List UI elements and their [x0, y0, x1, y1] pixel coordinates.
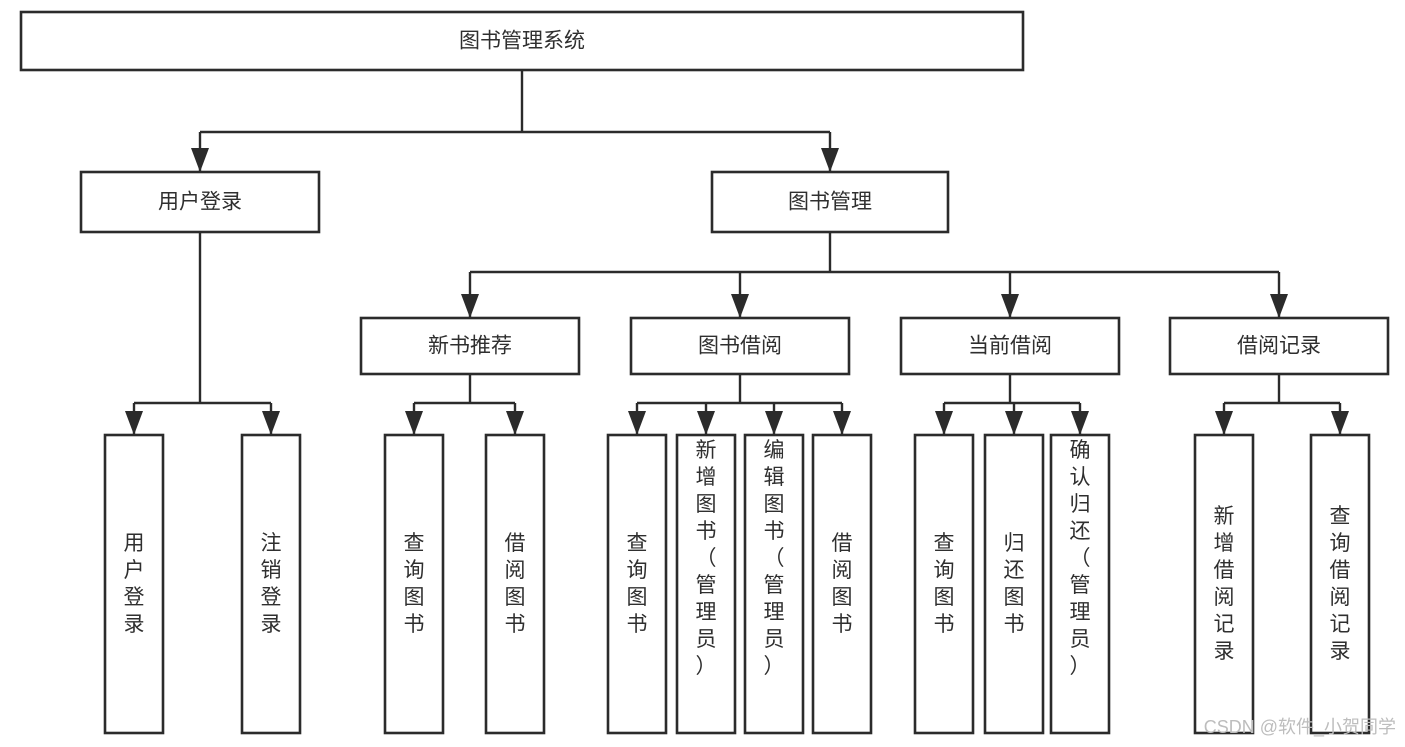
leaf-node-8[interactable]: 查询图书 [913, 433, 975, 735]
leaf-box-10[interactable] [1049, 433, 1111, 735]
leaf-label-11: 新增借阅记录 [1214, 505, 1235, 663]
arrow-icon-level1-1 [821, 148, 839, 172]
arrow-icon-leaf-3 [506, 411, 524, 435]
leaf-node-11[interactable]: 新增借阅记录 [1193, 433, 1255, 735]
level2-box-3[interactable] [1168, 316, 1390, 376]
leaf-box-2[interactable] [383, 433, 445, 735]
level1-box-0[interactable] [79, 170, 321, 234]
level2-node-2[interactable]: 当前借阅 [899, 316, 1121, 376]
leaf-label-6: 编辑图书（管理员） [764, 439, 785, 678]
arrow-icon-leaf-1 [262, 411, 280, 435]
level2-label-0: 新书推荐 [428, 335, 512, 358]
level1-label-0: 用户登录 [158, 191, 242, 214]
leaf-label-2: 查询图书 [404, 532, 425, 636]
level2-node-0[interactable]: 新书推荐 [359, 316, 581, 376]
leaf-node-12[interactable]: 查询借阅记录 [1309, 433, 1371, 735]
arrow-icon-leaf-12 [1331, 411, 1349, 435]
leaf-box-7[interactable] [811, 433, 873, 735]
level2-label-2: 当前借阅 [968, 335, 1052, 358]
leaf-box-8[interactable] [913, 433, 975, 735]
arrow-icon-leaf-7 [833, 411, 851, 435]
nodes-layer: 图书管理系统用户登录图书管理新书推荐图书借阅当前借阅借阅记录用户登录注销登录查询… [19, 10, 1390, 735]
arrow-icon-leaf-4 [628, 411, 646, 435]
leaf-box-0[interactable] [103, 433, 165, 735]
arrow-icon-leaf-0 [125, 411, 143, 435]
arrow-icon-leaf-8 [935, 411, 953, 435]
connectors-layer [125, 70, 1349, 435]
leaf-node-4[interactable]: 查询图书 [606, 433, 668, 735]
leaf-node-10[interactable]: 确认归还（管理员） [1049, 433, 1111, 735]
level2-box-1[interactable] [629, 316, 851, 376]
leaf-node-5[interactable]: 新增图书（管理员） [675, 433, 737, 735]
leaf-box-3[interactable] [484, 433, 546, 735]
leaf-label-7: 借阅图书 [832, 532, 853, 636]
arrow-icon-leaf-2 [405, 411, 423, 435]
leaf-label-5: 新增图书（管理员） [696, 439, 717, 678]
level1-label-1: 图书管理 [788, 191, 872, 214]
leaf-node-7[interactable]: 借阅图书 [811, 433, 873, 735]
level2-node-1[interactable]: 图书借阅 [629, 316, 851, 376]
leaf-label-3: 借阅图书 [505, 532, 526, 636]
leaf-node-2[interactable]: 查询图书 [383, 433, 445, 735]
leaf-box-12[interactable] [1309, 433, 1371, 735]
leaf-label-1: 注销登录 [261, 532, 282, 636]
arrow-icon-leaf-11 [1215, 411, 1233, 435]
arrow-icon-leaf-10 [1071, 411, 1089, 435]
leaf-box-1[interactable] [240, 433, 302, 735]
level2-node-3[interactable]: 借阅记录 [1168, 316, 1390, 376]
leaf-node-0[interactable]: 用户登录 [103, 433, 165, 735]
leaf-box-4[interactable] [606, 433, 668, 735]
leaf-box-5[interactable] [675, 433, 737, 735]
leaf-box-11[interactable] [1193, 433, 1255, 735]
arrow-icon-level2-2 [1001, 294, 1019, 318]
leaf-node-3[interactable]: 借阅图书 [484, 433, 546, 735]
leaf-label-9: 归还图书 [1004, 532, 1025, 636]
arrow-icon-level2-3 [1270, 294, 1288, 318]
root-node-0[interactable]: 图书管理系统 [19, 10, 1025, 72]
arrow-icon-level2-0 [461, 294, 479, 318]
leaf-label-10: 确认归还（管理员） [1070, 439, 1091, 678]
level2-label-1: 图书借阅 [698, 335, 782, 358]
arrow-icon-level1-0 [191, 148, 209, 172]
arrow-icon-leaf-6 [765, 411, 783, 435]
leaf-node-9[interactable]: 归还图书 [983, 433, 1045, 735]
leaf-label-0: 用户登录 [124, 532, 145, 636]
leaf-box-6[interactable] [743, 433, 805, 735]
leaf-label-8: 查询图书 [934, 532, 955, 636]
arrow-icon-leaf-5 [697, 411, 715, 435]
leaf-box-9[interactable] [983, 433, 1045, 735]
leaf-label-12: 查询借阅记录 [1330, 505, 1351, 663]
leaf-label-4: 查询图书 [627, 532, 648, 636]
level1-node-0[interactable]: 用户登录 [79, 170, 321, 234]
arrow-icon-level2-1 [731, 294, 749, 318]
root-label-0: 图书管理系统 [459, 30, 585, 53]
level1-node-1[interactable]: 图书管理 [710, 170, 950, 234]
arrow-icon-leaf-9 [1005, 411, 1023, 435]
level2-label-3: 借阅记录 [1237, 335, 1321, 358]
root-box-0[interactable] [19, 10, 1025, 72]
leaf-node-1[interactable]: 注销登录 [240, 433, 302, 735]
level1-box-1[interactable] [710, 170, 950, 234]
csdn-watermark: CSDN @软件_小贺同学 [1204, 717, 1396, 738]
level2-box-0[interactable] [359, 316, 581, 376]
level2-box-2[interactable] [899, 316, 1121, 376]
leaf-node-6[interactable]: 编辑图书（管理员） [743, 433, 805, 735]
